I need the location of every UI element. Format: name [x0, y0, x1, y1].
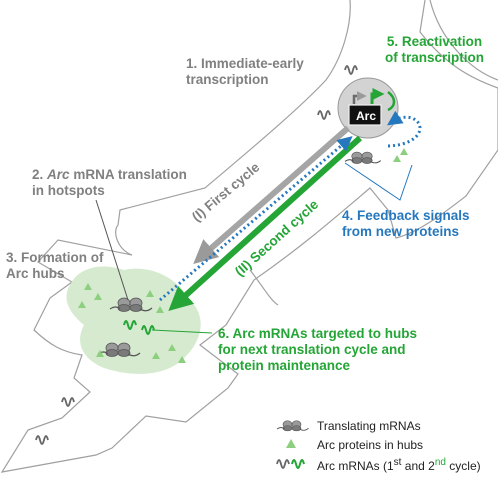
- step6-line1: 6. Arc mRNAs targeted to hubs: [218, 326, 418, 341]
- protein-soma-2: [400, 148, 408, 155]
- step2-arc-italic: Arc: [47, 167, 70, 182]
- legend-mrnas-prefix: Arc mRNAs (1: [317, 459, 394, 473]
- gene-arrow-green: [370, 88, 385, 104]
- legend-ribo-icon: [276, 420, 309, 432]
- gene-arrow-gray: [352, 91, 367, 104]
- legend-sup2: nd: [434, 457, 446, 468]
- protein-soma-1: [393, 155, 401, 162]
- step6-line3: protein maintenance: [218, 358, 351, 373]
- step3-line1: 3. Formation of: [6, 250, 104, 265]
- first-cycle-arrow: [193, 125, 350, 264]
- step4-line2: from new proteins: [342, 224, 460, 239]
- second-cycle-arrow: [168, 135, 363, 312]
- step2-label: 2. Arc mRNA translation in hotspots: [32, 167, 187, 199]
- arc-gene-label: Arc: [356, 109, 377, 123]
- legend-mrna-green-icon: [291, 459, 305, 469]
- step1-label: 1. Immediate-early transcription: [186, 56, 304, 88]
- legend-mrnas-suffix: cycle): [445, 459, 481, 473]
- legend-sup1: st: [393, 457, 402, 468]
- step5-label: 5. Reactivation of transcription: [385, 34, 484, 66]
- legend-proteins: Arc proteins in hubs: [317, 438, 424, 452]
- step6-line2: for next translation cycle and: [218, 342, 406, 357]
- step2-rest: mRNA translation: [73, 167, 187, 182]
- step2-line2: in hotspots: [32, 183, 105, 198]
- step3-line2: Arc hubs: [6, 266, 65, 281]
- step5-line1: 5. Reactivation: [386, 34, 483, 49]
- feedback-dotted-arrow: [159, 136, 353, 302]
- step5-line2: of transcription: [385, 50, 485, 65]
- legend-translating: Translating mRNAs: [317, 419, 421, 433]
- step4-label: 4. Feedback signals from new proteins: [342, 208, 470, 240]
- legend-mrnas-mid: and 2: [401, 459, 435, 473]
- step1-line2: transcription: [186, 72, 269, 87]
- step4-line1: 4. Feedback signals: [342, 208, 470, 223]
- arc-gene-box: [348, 104, 382, 126]
- translating-mrna-soma: [344, 151, 382, 165]
- legend-mrnas: Arc mRNAs (1st and 2nd cycle): [317, 457, 481, 473]
- step6-label: 6. Arc mRNAs targeted to hubs for next t…: [218, 326, 417, 374]
- legend-protein-icon: [286, 439, 296, 448]
- step2-line1: 2. Arc mRNA translation: [32, 167, 187, 183]
- step1-line1: 1. Immediate-early: [186, 56, 304, 71]
- step3-label: 3. Formation of Arc hubs: [6, 250, 104, 282]
- legend-mrna-gray-icon: [276, 459, 290, 469]
- step2-num: 2.: [32, 167, 44, 182]
